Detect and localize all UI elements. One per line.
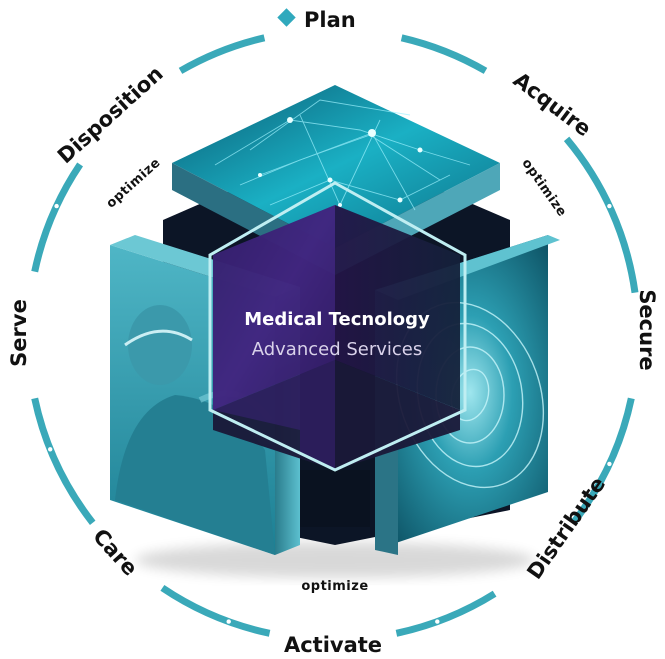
cube-illustration — [110, 85, 560, 578]
optimize-label-bottom: optimize — [301, 579, 368, 594]
center-title: Medical Tecnology — [244, 309, 430, 330]
ring-segment — [160, 584, 271, 637]
stage-label-secure: Secure — [635, 289, 659, 370]
stage-label-disposition: Disposition — [53, 61, 168, 168]
ring-segment — [31, 162, 84, 273]
optimize-label-top-right: optimize — [518, 156, 569, 220]
stage-label-serve: Serve — [7, 299, 31, 367]
ring-break — [607, 461, 612, 467]
ring-break — [607, 203, 612, 209]
stage-label-activate: Activate — [284, 633, 382, 657]
lifecycle-ring — [31, 29, 639, 637]
ring-segment — [178, 34, 266, 74]
optimize-label-top-left: optimize — [104, 155, 164, 211]
ring-break — [357, 29, 362, 34]
ring-segment — [31, 397, 96, 525]
stage-label-acquire: Acquire — [509, 68, 596, 142]
ring-break — [54, 203, 59, 209]
center-hexagon — [208, 181, 467, 472]
ring-break — [435, 619, 440, 624]
ring-segment — [400, 34, 488, 74]
ring-break — [226, 619, 231, 624]
ring-segment — [395, 590, 497, 637]
ring-segment — [563, 136, 639, 294]
ring-break — [48, 447, 53, 452]
stage-label-care: Care — [88, 524, 142, 580]
center-subtitle: Advanced Services — [252, 339, 423, 360]
plan-diamond-icon — [277, 8, 296, 27]
stage-label-plan: Plan — [304, 8, 356, 32]
